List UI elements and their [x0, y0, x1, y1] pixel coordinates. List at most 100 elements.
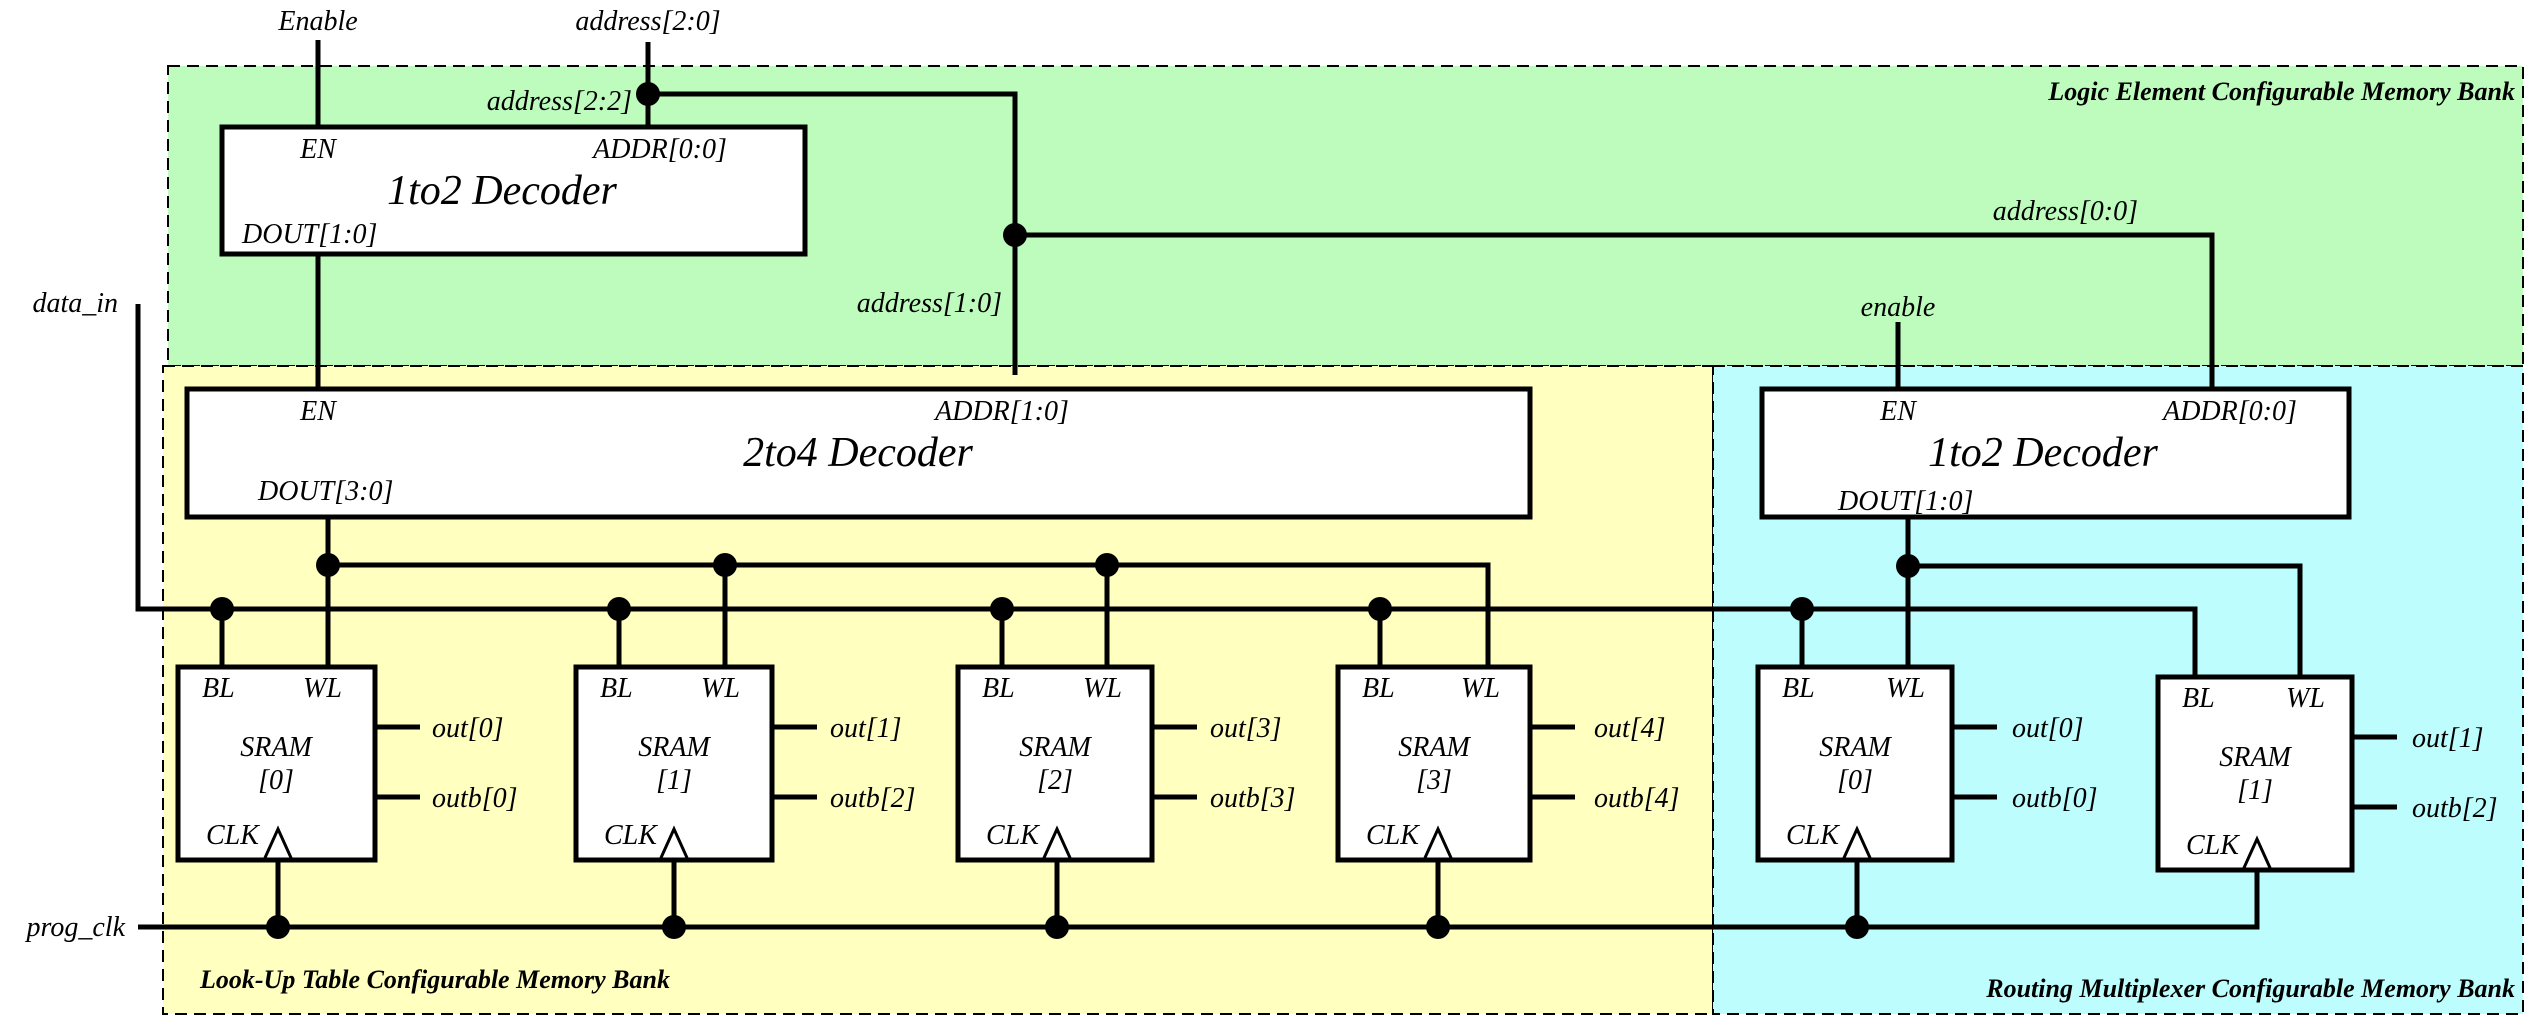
address-split-wire [648, 91, 1018, 375]
clock-triangle-icon [657, 825, 691, 862]
junction-dot [662, 915, 686, 939]
decoder-dout-port: DOUT[3:0] [257, 476, 393, 507]
sram-index: [3] [1416, 765, 1452, 796]
decoder-box [184, 386, 1533, 520]
junction-dot [990, 597, 1014, 621]
sram-bl-port: BL [202, 673, 235, 704]
decoder-addr-port: ADDR[0:0] [591, 134, 727, 165]
sram-cell-3: BL WL SRAM [3] CLK out[4] outb[4] [1335, 664, 1680, 863]
junction-dot [1045, 915, 1069, 939]
sram-box [955, 664, 1155, 863]
sram-bl-port: BL [1362, 673, 1395, 704]
logic-bank-label: Logic Element Configurable Memory Bank [2047, 77, 2515, 106]
address-10-label: address[1:0] [857, 288, 1002, 319]
sram-wl-port: WL [2286, 683, 2325, 714]
clock-triangle-icon [1421, 825, 1455, 862]
sram-wl-port: WL [701, 673, 740, 704]
sram-box [2155, 674, 2355, 873]
sram-wl-port: WL [1461, 673, 1500, 704]
decoder-en-port: EN [299, 134, 337, 165]
junction-dot [1003, 223, 1027, 247]
sram-outb-label: outb[0] [2012, 783, 2098, 814]
sram-outb-label: outb[4] [1594, 783, 1680, 814]
decoder-en-port: EN [299, 396, 337, 427]
junction-dot [1896, 554, 1920, 578]
sram-bl-port: BL [600, 673, 633, 704]
sram-wl-port: WL [303, 673, 342, 704]
clock-triangle-icon [261, 825, 295, 862]
sram-bl-port: BL [982, 673, 1015, 704]
sram-outb-label: outb[2] [2412, 793, 2498, 824]
decoder-addr-port: ADDR[0:0] [2161, 396, 2297, 427]
decoder-title: 1to2 Decoder [387, 168, 617, 214]
junction-dot [713, 553, 737, 577]
sram-bl-port: BL [1782, 673, 1815, 704]
prog-clk-label: prog_clk [25, 912, 126, 943]
routing-1to2-decoder: EN ADDR[0:0] 1to2 Decoder DOUT[1:0] [1759, 386, 2352, 520]
address-00-wire [1015, 232, 2215, 389]
junction-dot [266, 915, 290, 939]
sram-out-label: out[0] [2012, 713, 2084, 744]
decoder-box [219, 124, 808, 257]
decoder-dout-port: DOUT[1:0] [241, 219, 377, 250]
sram-index: [1] [2237, 775, 2273, 806]
sram-name: SRAM [1019, 732, 1092, 763]
junction-dot [316, 553, 340, 577]
sram-outb-label: outb[2] [830, 783, 916, 814]
sram-out-label: out[1] [2412, 723, 2484, 754]
address-00-label: address[0:0] [1993, 196, 2138, 227]
sram-name: SRAM [1398, 732, 1471, 763]
sram-index: [0] [258, 765, 294, 796]
sram-index: [1] [656, 765, 692, 796]
prog-clk-wire [138, 856, 2260, 930]
routing-wordline-bus [1908, 563, 2303, 677]
clock-triangle-icon [2240, 835, 2274, 872]
routing-bank-label: Routing Multiplexer Configurable Memory … [1985, 974, 2515, 1003]
sram-out-label: out[4] [1594, 713, 1666, 744]
sram-cell-1: BL WL SRAM [1] CLK out[1] outb[2] [573, 664, 916, 863]
sram-clk-port: CLK [206, 820, 260, 851]
sram-out-label: out[1] [830, 713, 902, 744]
sram-name: SRAM [638, 732, 711, 763]
junction-dot [1095, 553, 1119, 577]
address-22-label: address[2:2] [487, 86, 632, 117]
junction-dot [1368, 597, 1392, 621]
sram-cell-4: BL WL SRAM [0] CLK out[0] outb[0] [1755, 664, 2098, 863]
junction-dot [1426, 915, 1450, 939]
sram-outb-label: outb[3] [1210, 783, 1296, 814]
sram-out-label: out[0] [432, 713, 504, 744]
sram-wl-port: WL [1886, 673, 1925, 704]
sram-index: [2] [1037, 765, 1073, 796]
clock-triangle-icon [1040, 825, 1074, 862]
decoder-addr-port: ADDR[1:0] [933, 396, 1069, 427]
sram-clk-port: CLK [2186, 830, 2240, 861]
decoder-box [1759, 386, 2352, 520]
junction-dot [1790, 597, 1814, 621]
sram-index: [0] [1837, 765, 1873, 796]
clock-triangle-icon [1840, 825, 1874, 862]
address-input-label: address[2:0] [575, 6, 720, 37]
junction-dot [607, 597, 631, 621]
data-in-label: data_in [32, 288, 118, 319]
sram-clk-port: CLK [1786, 820, 1840, 851]
sram-clk-port: CLK [986, 820, 1040, 851]
lut-bank-label: Look-Up Table Configurable Memory Bank [199, 965, 670, 994]
sram-bl-port: BL [2182, 683, 2215, 714]
sram-outb-label: outb[0] [432, 783, 518, 814]
decoder-en-port: EN [1879, 396, 1917, 427]
sram-box [1335, 664, 1533, 863]
sram-cell-5: BL WL SRAM [1] CLK out[1] outb[2] [2155, 674, 2498, 873]
sram-clk-port: CLK [604, 820, 658, 851]
sram-out-label: out[3] [1210, 713, 1282, 744]
sram-name: SRAM [2219, 742, 2292, 773]
lut-2to4-decoder: EN ADDR[1:0] 2to4 Decoder DOUT[3:0] [184, 386, 1533, 520]
decoder-dout-port: DOUT[1:0] [1837, 486, 1973, 517]
junctions [210, 82, 1920, 939]
junction-dot [1845, 915, 1869, 939]
sram-wl-port: WL [1083, 673, 1122, 704]
sram-clk-port: CLK [1366, 820, 1420, 851]
junction-dot [210, 597, 234, 621]
sram-cell-2: BL WL SRAM [2] CLK out[3] outb[3] [955, 664, 1296, 863]
routing-enable-label: enable [1861, 292, 1936, 323]
